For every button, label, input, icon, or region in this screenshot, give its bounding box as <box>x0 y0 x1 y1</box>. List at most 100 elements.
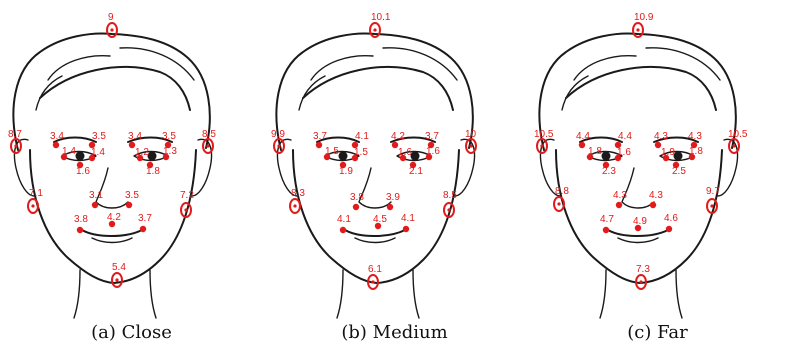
landmark-cheek-l-marker <box>27 198 39 214</box>
eye-left <box>324 150 360 162</box>
ear-right <box>717 138 739 197</box>
brow-right <box>653 136 699 143</box>
landmark-mouth-l-label: 4.1 <box>337 214 351 225</box>
pupil-right <box>410 151 420 161</box>
landmark-nose-l-label: 4.3 <box>613 190 627 201</box>
landmark-ear-r-label: 8.5 <box>202 129 216 140</box>
landmark-mouth-l-label: 4.7 <box>600 214 614 225</box>
face-outline <box>29 149 197 284</box>
eye-left <box>587 150 623 162</box>
landmark-eye-r-in-marker <box>662 154 670 162</box>
landmark-top-marker <box>106 22 118 38</box>
landmark-chin-label: 5.4 <box>112 262 126 273</box>
landmark-mouth-r-marker <box>139 225 147 233</box>
landmark-eye-r-bot-marker <box>672 161 680 169</box>
landmark-brow-l-out-label: 3.7 <box>313 131 327 142</box>
landmark-eye-r-bot-label: 1.8 <box>146 166 160 177</box>
landmark-brow-l-out-label: 3.4 <box>50 131 64 142</box>
mouth <box>344 229 406 237</box>
brow-left <box>579 136 623 143</box>
landmark-ear-r-marker <box>202 138 214 154</box>
nose <box>621 167 655 209</box>
landmark-eye-r-in-label: 1.2 <box>135 147 149 158</box>
landmark-top-marker <box>369 22 381 38</box>
landmark-eye-r-out-marker <box>425 153 433 161</box>
landmark-eye-r-bot-label: 2.1 <box>409 166 423 177</box>
landmark-brow-l-out-marker <box>315 141 323 149</box>
landmark-cheek-l-label: 7.1 <box>29 188 43 199</box>
landmark-ear-l-label: 10.5 <box>534 129 554 140</box>
landmark-nose-l-label: 3.1 <box>89 190 103 201</box>
landmark-ear-r-marker <box>728 138 740 154</box>
landmark-brow-r-out-marker <box>427 141 435 149</box>
landmark-mouth-c-label: 4.2 <box>107 212 121 223</box>
landmark-brow-r-in-marker <box>654 141 662 149</box>
landmark-mouth-r-label: 4.1 <box>401 213 415 224</box>
mouth-lower <box>91 237 133 244</box>
landmark-nose-r-label: 3.5 <box>125 190 139 201</box>
landmark-cheek-r-label: 9.7 <box>706 186 720 197</box>
pupil-left <box>601 151 611 161</box>
pupil-right <box>147 151 157 161</box>
hair-swoop <box>302 66 454 111</box>
landmark-nose-r-marker <box>386 203 394 211</box>
landmark-cheek-r-marker <box>180 202 192 218</box>
landmark-nose-l-marker <box>91 201 99 209</box>
landmark-eye-l-bot-marker <box>602 161 610 169</box>
ear-right <box>191 138 213 197</box>
landmark-ear-r-marker <box>465 138 477 154</box>
landmark-cheek-l-label: 8.8 <box>555 186 569 197</box>
landmark-brow-l-out-label: 4.4 <box>576 131 590 142</box>
landmark-mouth-r-marker <box>665 225 673 233</box>
landmark-brow-l-in-marker <box>351 141 359 149</box>
landmark-eye-l-out-marker <box>60 153 68 161</box>
landmark-cheek-r-marker <box>706 198 718 214</box>
landmark-cheek-l-marker <box>553 196 565 212</box>
brow-right <box>390 136 436 143</box>
brow-left <box>53 136 97 143</box>
landmark-mouth-c-marker <box>634 224 642 232</box>
landmark-brow-r-out-label: 3.5 <box>162 131 176 142</box>
neck-right <box>149 269 157 319</box>
landmark-ear-r-label: 10 <box>465 129 477 140</box>
landmark-brow-r-in-label: 3.4 <box>128 131 142 142</box>
neck-right <box>675 269 683 319</box>
landmark-cheek-l-marker <box>289 198 301 214</box>
landmark-eye-r-bot-marker <box>146 161 154 169</box>
landmark-eye-l-in-marker <box>88 154 96 162</box>
mouth-lower <box>354 237 396 244</box>
landmark-eye-l-bot-label: 1.6 <box>76 166 90 177</box>
landmark-chin-marker <box>367 274 379 290</box>
neck-left <box>336 269 344 319</box>
landmark-cheek-l-label: 8.3 <box>291 188 305 199</box>
landmark-cheek-r-marker <box>443 202 455 218</box>
landmark-top-label: 10.9 <box>634 12 654 23</box>
hair-swoop <box>565 66 717 111</box>
landmark-mouth-c-marker <box>374 222 382 230</box>
panel-caption: (a) Close <box>91 322 172 343</box>
landmark-eye-r-in-marker <box>399 154 407 162</box>
landmark-eye-l-out-label: 1.4 <box>62 146 76 157</box>
hair-outline <box>12 32 211 151</box>
landmark-eye-l-in-label: 1.5 <box>354 147 368 158</box>
landmark-mouth-c-label: 4.5 <box>373 214 387 225</box>
landmark-brow-l-out-marker <box>52 141 60 149</box>
nose <box>95 167 129 209</box>
landmark-nose-r-marker <box>649 201 657 209</box>
hair-strand-2 <box>645 47 721 81</box>
brow-left <box>316 136 360 143</box>
landmark-eye-r-in-label: 1.9 <box>661 147 675 158</box>
landmark-mouth-r-label: 4.6 <box>664 213 678 224</box>
landmark-mouth-l-marker <box>339 226 347 234</box>
landmark-nose-r-label: 3.9 <box>386 192 400 203</box>
landmark-eye-l-in-label: 1.4 <box>91 147 105 158</box>
landmark-brow-r-in-marker <box>128 141 136 149</box>
landmark-brow-l-in-label: 4.4 <box>618 131 632 142</box>
landmark-eye-r-in-label: 1.6 <box>398 147 412 158</box>
landmark-eye-l-bot-marker <box>339 161 347 169</box>
neck-left <box>599 269 607 319</box>
landmark-brow-r-out-label: 4.3 <box>688 131 702 142</box>
landmark-ear-l-label: 9.9 <box>271 129 285 140</box>
hair-swoop <box>39 66 191 111</box>
landmark-ear-l-marker <box>536 138 548 154</box>
